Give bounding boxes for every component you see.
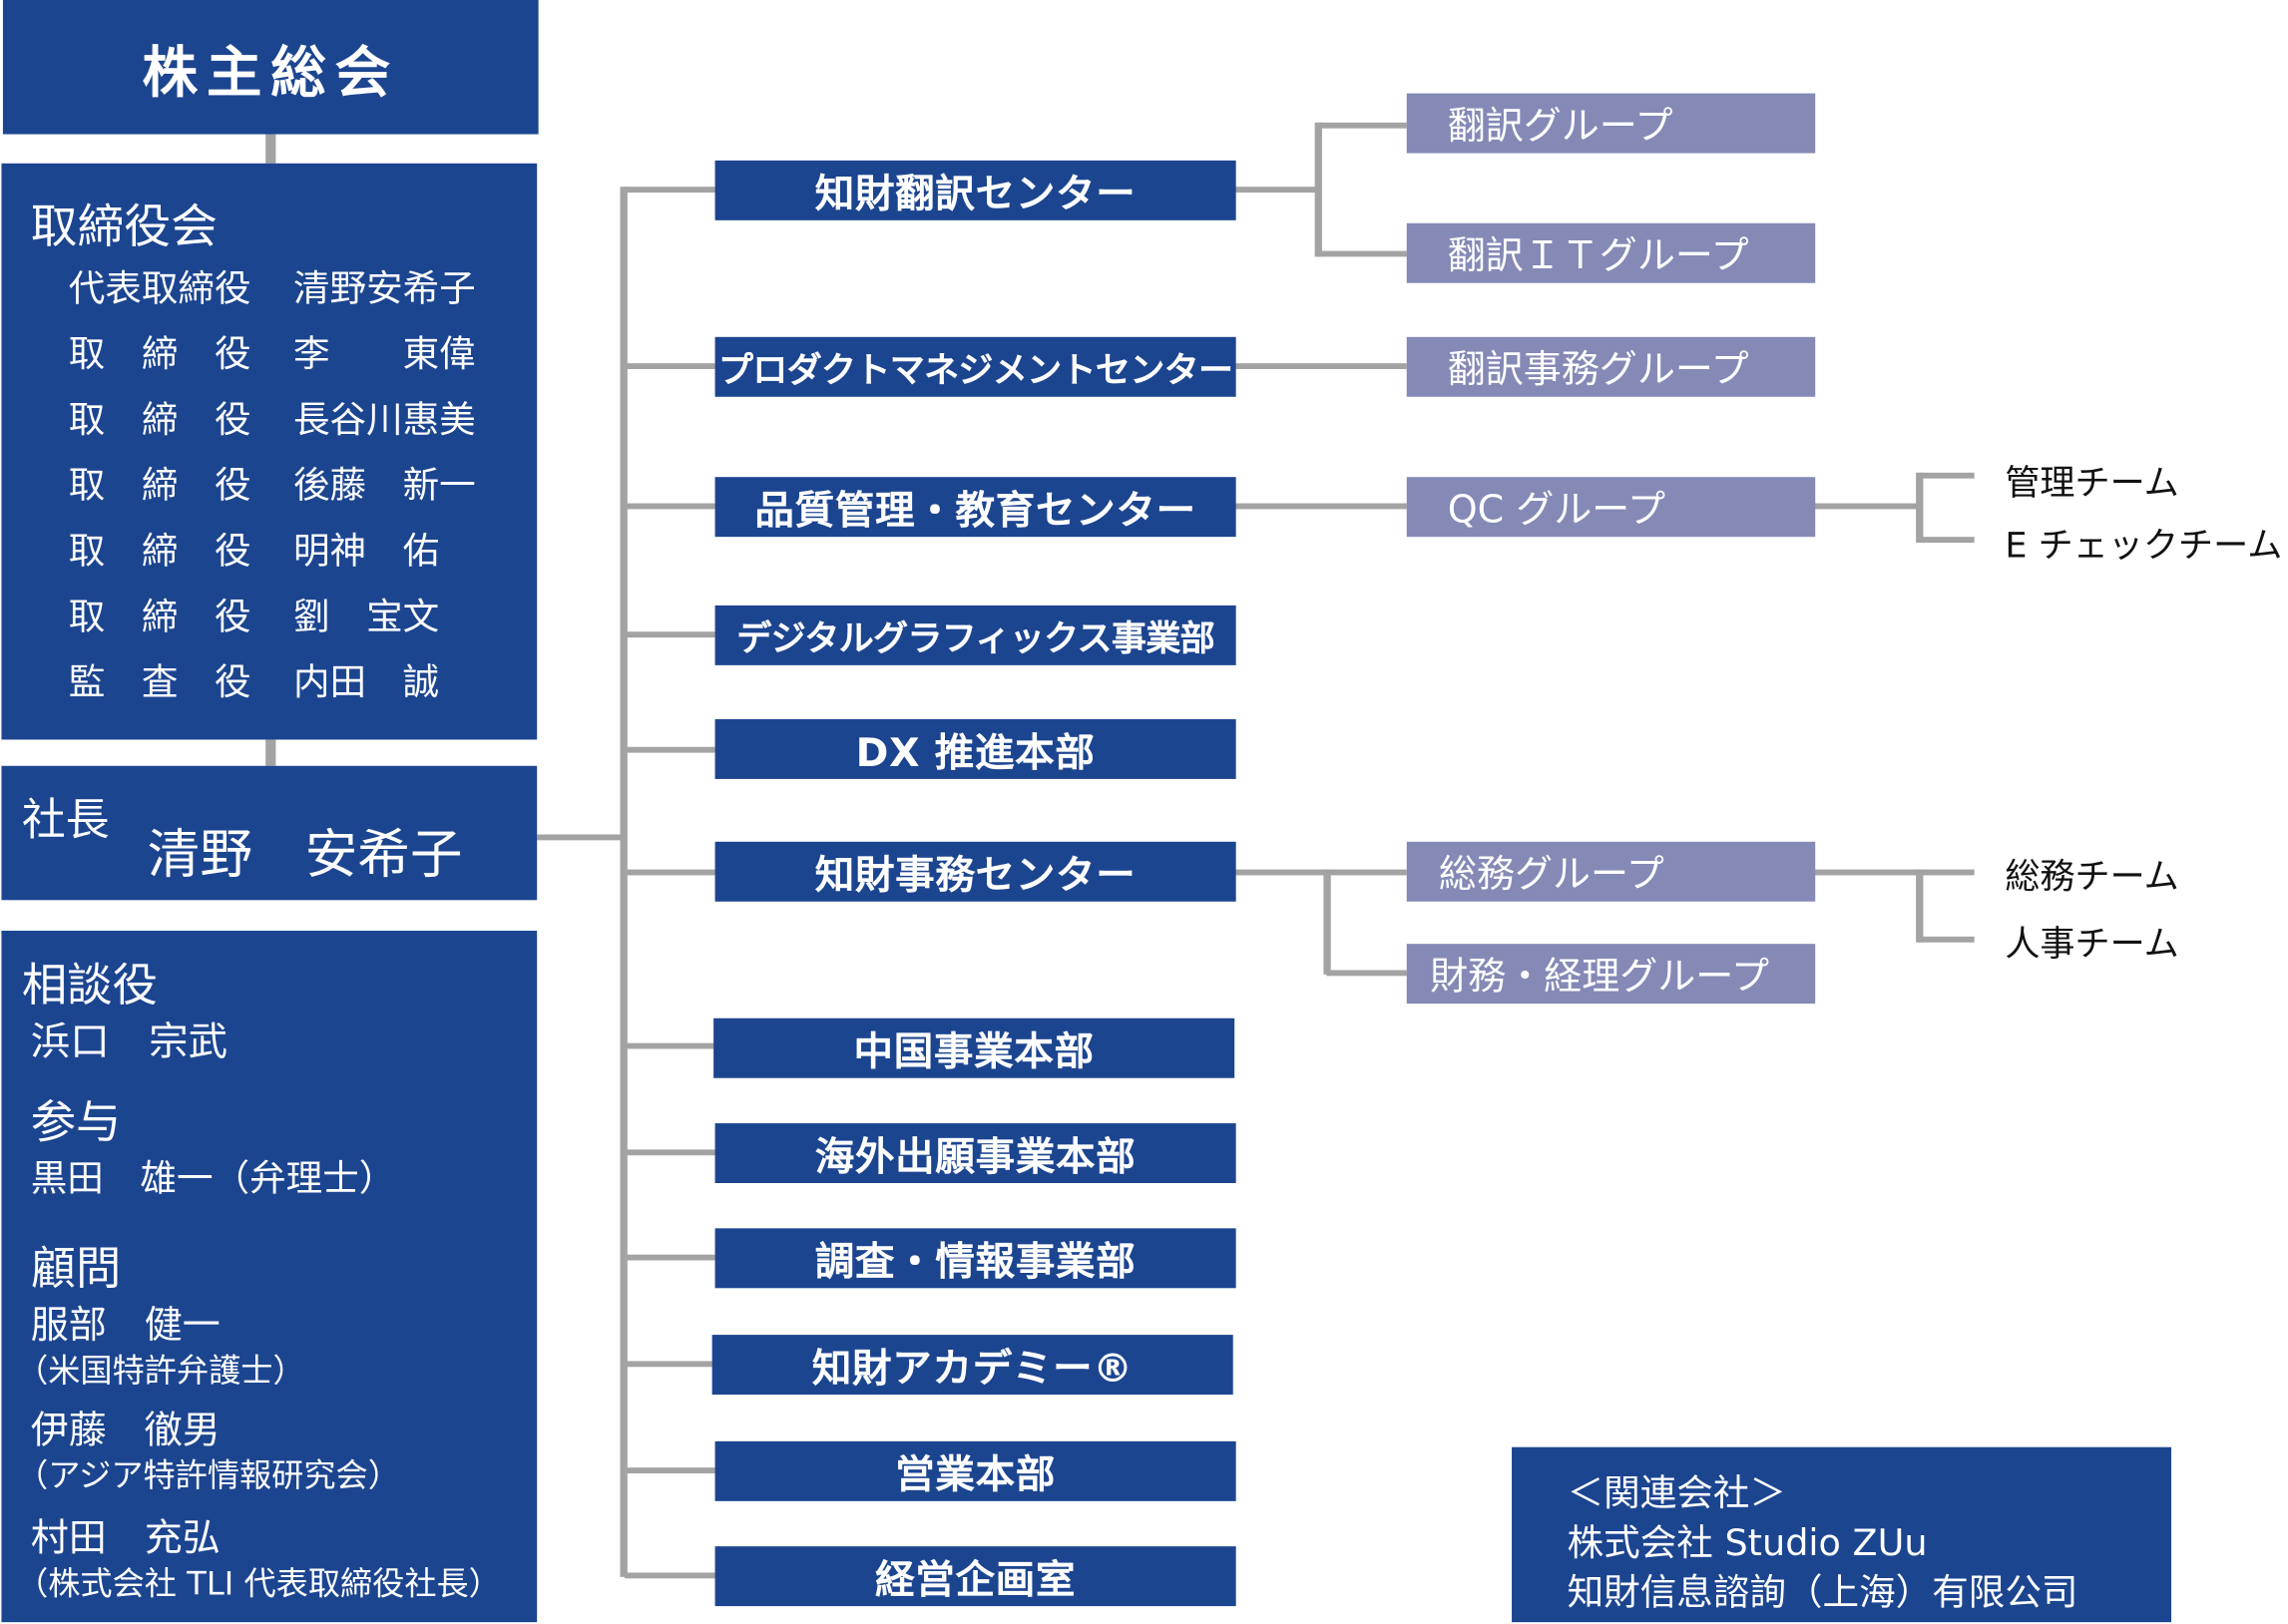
connector-ga-teams-stem: [1814, 870, 1921, 876]
connector-ga-teams-vertical: [1916, 870, 1923, 943]
dept-digital-graphics: デジタルグラフィックス事業部: [715, 606, 1236, 665]
president-box: 社長 清野 安希子: [1, 766, 537, 901]
affiliates-heading: ＜関連会社＞: [1568, 1464, 1786, 1517]
connector-admin-stem: [1234, 870, 1328, 876]
dept-quality-education-center: 品質管理・教育センター: [715, 477, 1236, 537]
dept-ip-translation-center: 知財翻訳センター: [715, 161, 1236, 220]
connector-translation-it-group: [1318, 251, 1407, 257]
board-name: 李 東偉: [293, 325, 476, 378]
team-management: 管理チーム: [2005, 454, 2178, 505]
adviser-note: （アジア特許情報研究会）: [16, 1450, 400, 1497]
connector-translation-group: [1318, 123, 1407, 129]
group-qc: QC グループ: [1407, 477, 1815, 537]
connector-board-president: [265, 739, 275, 765]
affiliate-company: 知財信息諮詢（上海）有限公司: [1568, 1564, 2078, 1617]
adviser-note: （米国特許弁護士）: [16, 1345, 305, 1392]
connector-dept-9: [625, 1255, 715, 1261]
dept-china-business: 中国事業本部: [713, 1018, 1234, 1078]
connector-dept-8: [625, 1149, 715, 1155]
connector-president-trunk: [537, 834, 625, 840]
board-name: 長谷川惠美: [293, 391, 476, 444]
connector-general-affairs-group: [1326, 870, 1406, 876]
connector-dept-1: [625, 187, 715, 193]
connector-dept-2: [625, 363, 715, 369]
connector-qc-teams-stem: [1814, 504, 1921, 510]
board-box: 取締役会 代表取締役 清野安希子 取 締 役 李 東偉 取 締 役 長谷川惠美 …: [1, 164, 537, 740]
connector-dept-3: [625, 504, 715, 510]
group-translation: 翻訳グループ: [1407, 94, 1815, 154]
connector-dept-7: [625, 1043, 713, 1049]
president-title: 社長: [22, 783, 110, 847]
group-translation-admin: 翻訳事務グループ: [1407, 337, 1815, 397]
president-name: 清野 安希子: [148, 813, 463, 889]
connector-dept-4: [625, 631, 715, 637]
connector-echeck-team: [1919, 537, 1975, 543]
councilor-heading: 参与: [31, 1085, 122, 1151]
dept-research-info: 調査・情報事業部: [715, 1228, 1236, 1288]
adviser-heading: 顧問: [31, 1231, 122, 1297]
group-finance-accounting: 財務・経理グループ: [1407, 944, 1815, 1004]
dept-overseas-filing: 海外出願事業本部: [715, 1123, 1236, 1183]
dept-ip-academy: 知財アカデミー®: [712, 1335, 1233, 1395]
connector-shareholders-board: [265, 135, 275, 164]
adviser-note: （株式会社 TLI 代表取締役社長）: [16, 1558, 501, 1605]
connector-dept-6: [625, 870, 715, 876]
board-role: 代表取締役: [69, 259, 251, 312]
connector-general-affairs-team: [1919, 870, 1975, 876]
board-name: 内田 誠: [293, 653, 439, 706]
connector-dept-11: [625, 1467, 715, 1473]
consultant-heading: 相談役: [22, 949, 158, 1015]
shareholders-meeting-label: 株主総会: [143, 27, 399, 107]
team-general-affairs: 総務チーム: [2005, 848, 2178, 899]
team-hr: 人事チーム: [2005, 915, 2178, 966]
dept-sales: 営業本部: [715, 1441, 1236, 1501]
shareholders-meeting-box: 株主総会: [3, 0, 539, 135]
affiliate-company: 株式会社 Studio ZUu: [1568, 1514, 1928, 1567]
connector-dept-5: [625, 747, 715, 753]
board-name: 明神 佑: [293, 523, 439, 576]
connector-dept-10: [625, 1361, 712, 1367]
board-role: 取 締 役: [69, 325, 251, 378]
connector-finance-group: [1326, 970, 1406, 976]
board-name: 後藤 新一: [293, 457, 476, 510]
consultant-name: 浜口 宗武: [31, 1010, 228, 1066]
board-role: 取 締 役: [69, 588, 251, 640]
connector-qc-group: [1234, 504, 1407, 510]
dept-ip-admin-center: 知財事務センター: [715, 842, 1236, 902]
dept-dx-promotion: DX 推進本部: [715, 719, 1236, 779]
connector-translation-admin-group: [1234, 363, 1407, 369]
connector-dept-12: [625, 1572, 715, 1578]
dept-product-management-center: プロダクトマネジメントセンター: [715, 337, 1236, 397]
connector-trunk: [621, 187, 628, 1577]
connector-hr-team: [1919, 937, 1975, 943]
board-name: 清野安希子: [293, 259, 476, 312]
group-translation-it: 翻訳ＩＴグループ: [1407, 223, 1815, 283]
councilor-name: 黒田 雄一（弁理士）: [31, 1149, 396, 1202]
connector-admin-vertical: [1323, 870, 1330, 975]
adviser-name: 伊藤 徹男: [31, 1401, 221, 1454]
connector-management-team: [1919, 473, 1975, 479]
group-general-affairs: 総務グループ: [1407, 842, 1815, 902]
board-role: 取 締 役: [69, 523, 251, 576]
connector-translation-stem: [1234, 187, 1319, 193]
board-role: 取 締 役: [69, 457, 251, 510]
team-echeck: E チェックチーム: [2005, 517, 2282, 568]
connector-qc-teams-vertical: [1916, 473, 1923, 543]
affiliates-box: ＜関連会社＞ 株式会社 Studio ZUu 知財信息諮詢（上海）有限公司: [1512, 1447, 2171, 1622]
dept-corporate-planning: 経営企画室: [715, 1546, 1236, 1606]
board-role: 監 査 役: [69, 653, 251, 706]
board-heading: 取締役会: [31, 190, 218, 256]
adviser-name: 村田 充弘: [31, 1508, 221, 1562]
board-name: 劉 宝文: [293, 588, 439, 640]
adviser-name: 服部 健一: [31, 1296, 221, 1350]
board-role: 取 締 役: [69, 391, 251, 444]
advisors-box: 相談役 浜口 宗武 参与 黒田 雄一（弁理士） 顧問 服部 健一 （米国特許弁護…: [1, 931, 537, 1622]
connector-translation-vertical: [1315, 123, 1322, 257]
